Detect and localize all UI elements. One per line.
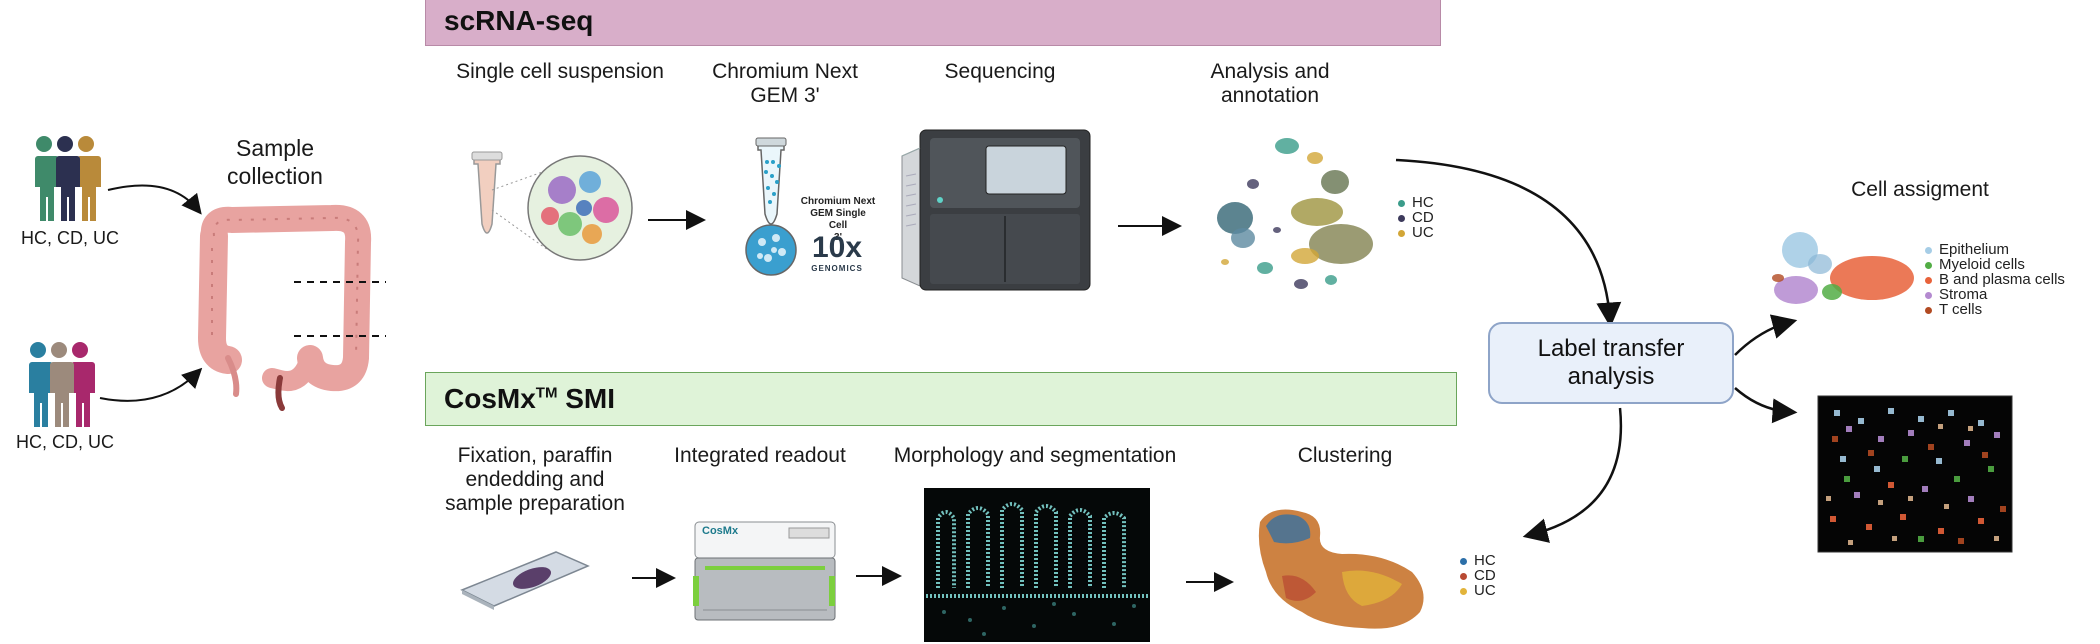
cell-assignment-umap-icon: [1772, 232, 1914, 304]
morphology-label: Morphology and segmentation: [893, 444, 1177, 467]
legend-dot-icon: [1925, 261, 1932, 269]
person-icon: [68, 342, 95, 427]
fixation-label: Fixation, paraffin endedding and sample …: [445, 444, 625, 515]
tube-cells-icon: [471, 151, 633, 261]
legend-dot-icon: [1460, 557, 1467, 565]
scrna-legend-hc: HC: [1398, 195, 1434, 210]
label-transfer-box: Label transfer analysis: [1488, 322, 1734, 404]
legend-dot-icon: [1460, 572, 1467, 580]
legend-dot-icon: [1925, 246, 1932, 254]
people-group-bottom-icon: [26, 342, 95, 427]
cell-legend-tcells: T cells: [1925, 302, 1982, 317]
cell-legend-bplasma: B and plasma cells: [1925, 272, 2065, 287]
legend-dot-icon: [1398, 214, 1405, 222]
suspension-label: Single cell suspension: [456, 60, 664, 83]
tenx-logo: 10x GENOMICS: [811, 231, 863, 274]
legend-dot-icon: [1460, 587, 1467, 595]
person-icon: [74, 136, 101, 221]
cosmx-smi-title: CosMxTM SMI: [444, 383, 616, 414]
slide-icon: [460, 551, 590, 610]
scrna-legend-cd: CD: [1398, 210, 1434, 225]
cosmx-umap-icon: [1258, 509, 1424, 629]
scrna-seq-title: scRNA-seq: [444, 5, 594, 36]
person-icon: [47, 342, 74, 427]
chromium-label: Chromium Next GEM 3': [712, 60, 858, 107]
legend-dot-icon: [1925, 276, 1932, 284]
clustering-label: Clustering: [1297, 444, 1393, 467]
cell-legend-myeloid: Myeloid cells: [1925, 257, 2025, 272]
sample-collection-title: Sample collection: [227, 135, 323, 189]
cosmx-smi-band: CosMxTM SMI: [425, 372, 1457, 426]
cell-legend-stroma: Stroma: [1925, 287, 1987, 302]
person-icon: [53, 136, 80, 221]
cosmx-instrument-icon: [693, 521, 836, 621]
cell-assignment-title: Cell assigment: [1851, 178, 1989, 201]
readout-label: Integrated readout: [674, 444, 846, 467]
group-bottom-label: HC, CD, UC: [16, 432, 114, 452]
colon-icon: [197, 204, 372, 411]
legend-dot-icon: [1925, 306, 1932, 314]
group-top-label: HC, CD, UC: [21, 228, 119, 248]
morphology-image-icon: [924, 488, 1150, 642]
sequencer-icon: [901, 129, 1091, 291]
legend-dot-icon: [1398, 229, 1405, 237]
cosmx-legend-cd: CD: [1460, 568, 1496, 583]
legend-dot-icon: [1925, 291, 1932, 299]
analysis-label: Analysis and annotation: [1210, 60, 1330, 107]
spatial-map-icon: [1817, 395, 2013, 553]
kit-text: Chromium Next GEM Single Cell 3': [800, 196, 876, 243]
cosmx-legend-hc: HC: [1460, 553, 1496, 568]
cosmx-instrument-brand: CosMx: [702, 525, 739, 537]
scrna-seq-band: scRNA-seq: [425, 0, 1441, 46]
sampling-dashes-icon: [294, 281, 386, 337]
scrna-legend-uc: UC: [1398, 225, 1434, 240]
sequencing-label: Sequencing: [944, 60, 1056, 83]
people-group-top-icon: [32, 136, 101, 221]
person-icon: [26, 342, 53, 427]
person-icon: [32, 136, 59, 221]
cosmx-legend-uc: UC: [1460, 583, 1496, 598]
cell-legend-epithelium: Epithelium: [1925, 242, 2009, 257]
scrna-umap-icon: [1217, 138, 1373, 289]
gem-chip-icon: [745, 137, 797, 276]
legend-dot-icon: [1398, 199, 1405, 207]
